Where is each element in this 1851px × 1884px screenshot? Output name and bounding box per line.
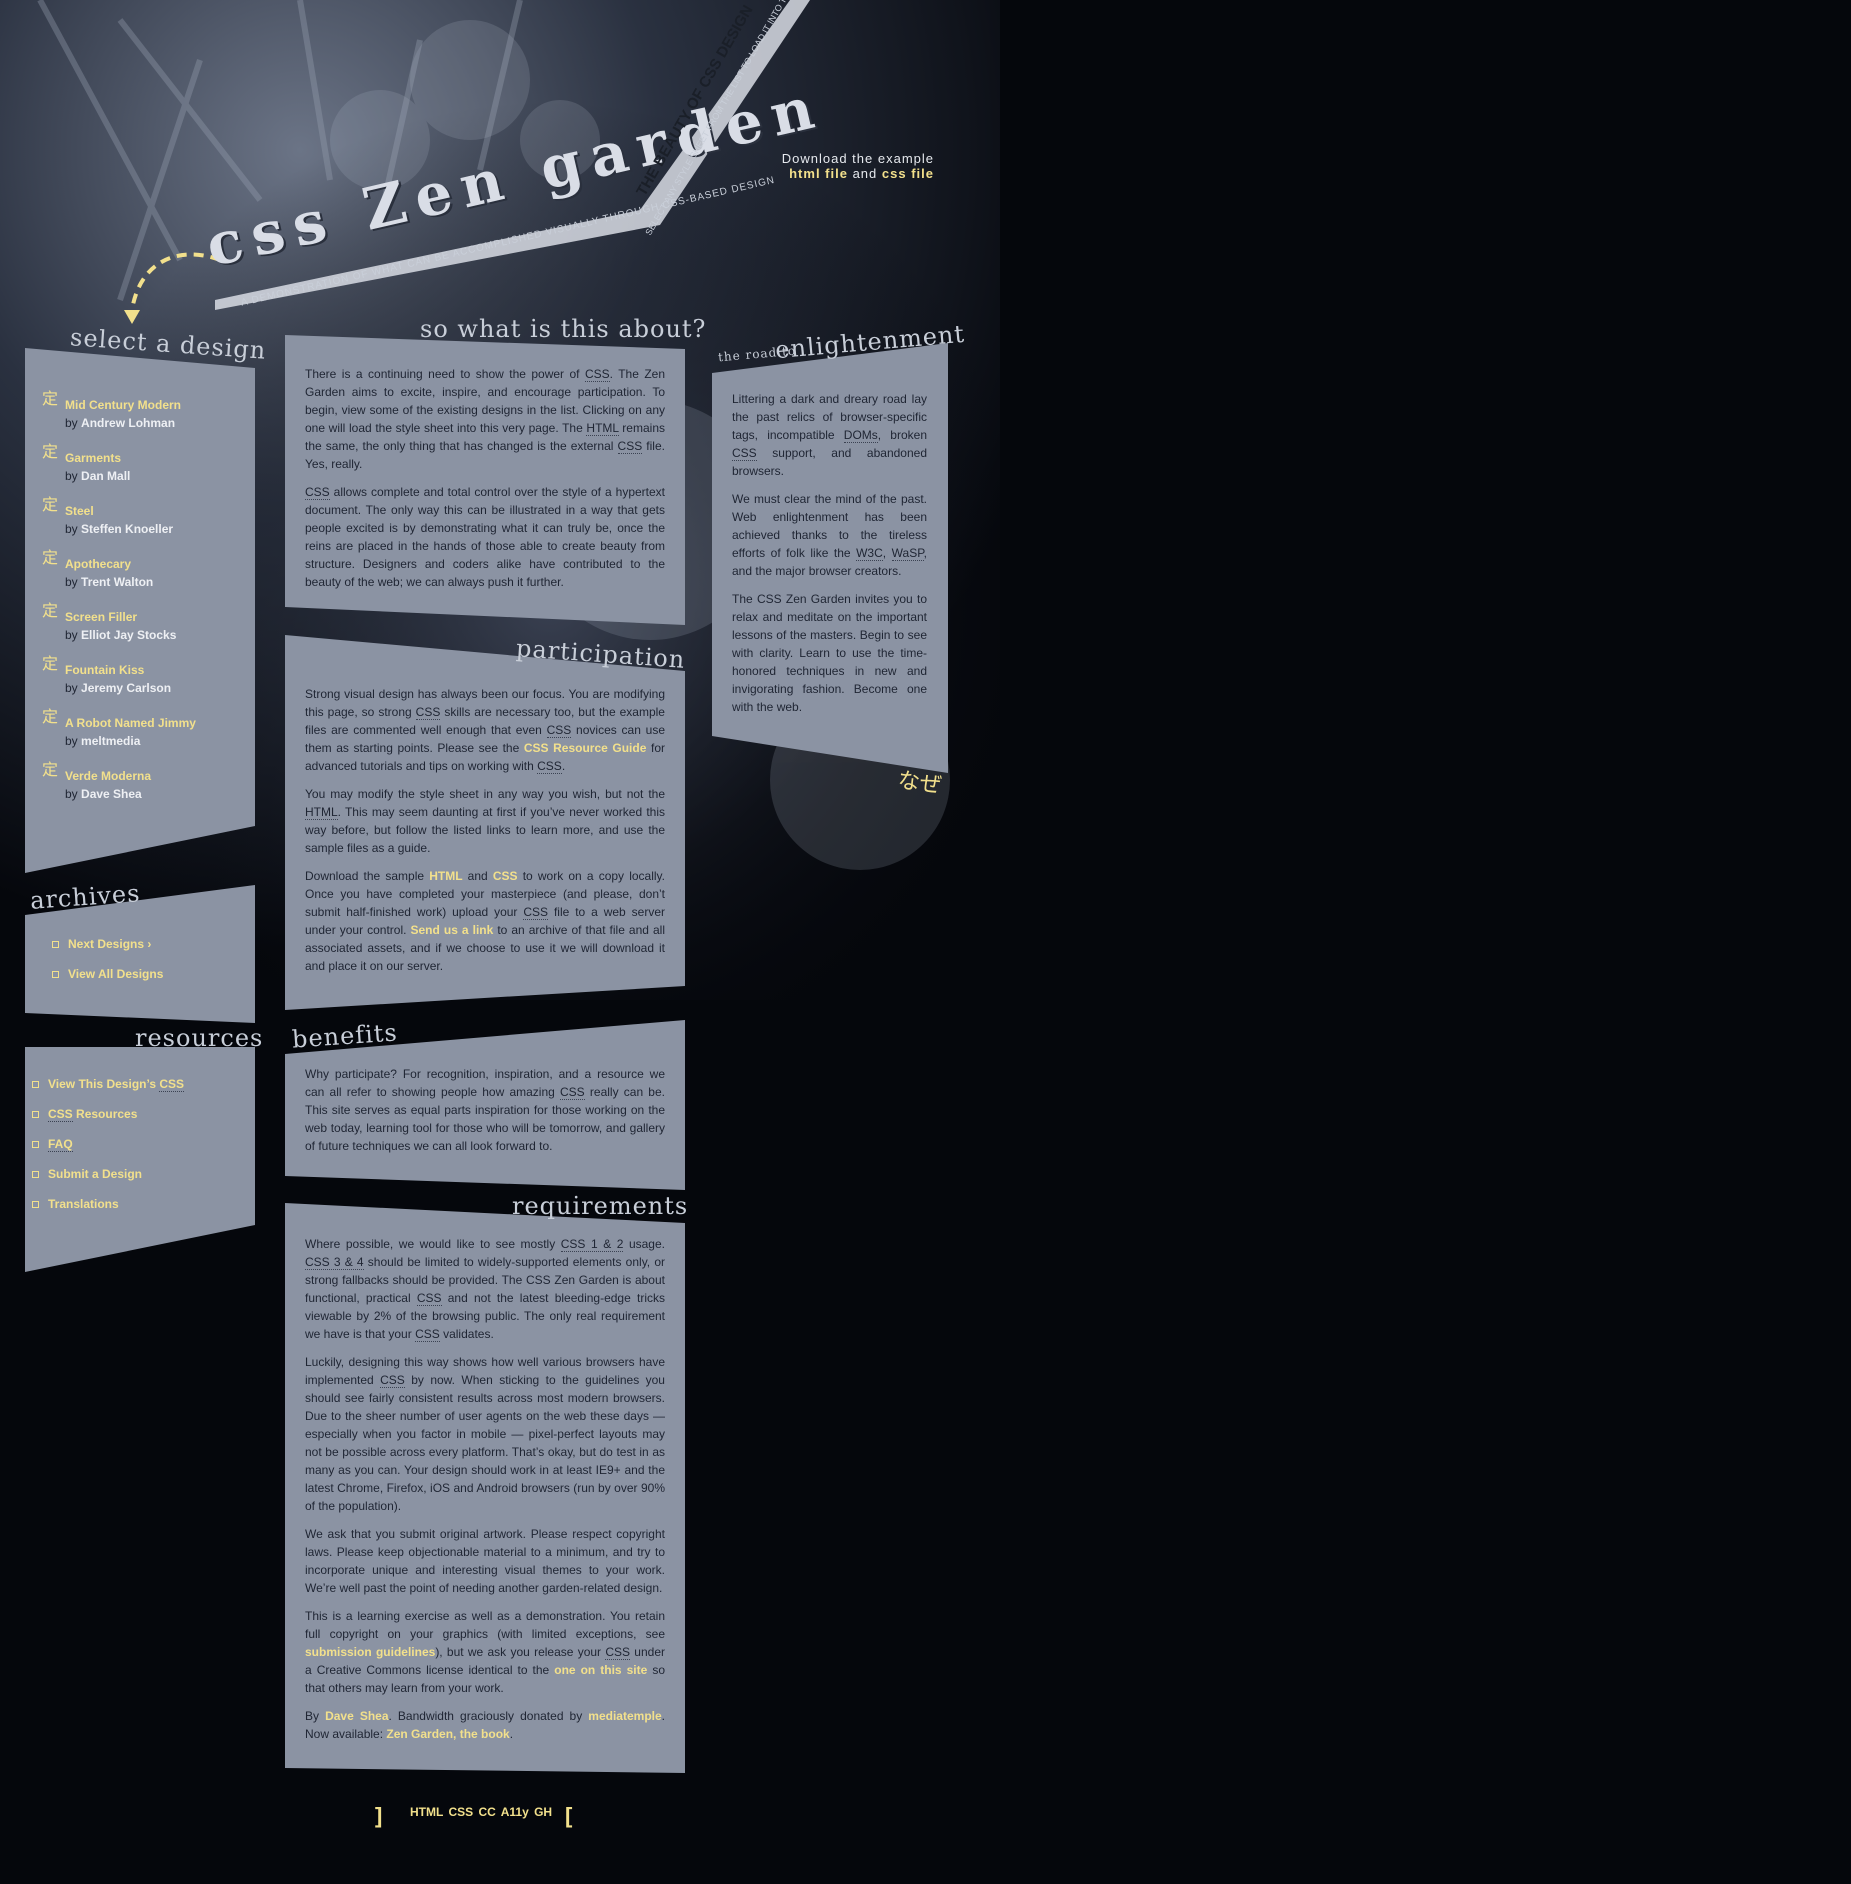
resources-panel <box>25 1047 255 1272</box>
resources-heading: resources <box>135 1024 264 1052</box>
zen-glyph-icon: 定 <box>42 391 59 408</box>
designer-link[interactable]: meltmedia <box>81 734 141 748</box>
next-designs-link[interactable]: Next Designs › <box>68 937 152 951</box>
sample-css-link[interactable]: CSS <box>492 869 518 883</box>
design-by: by <box>65 522 78 536</box>
bullet-icon <box>32 1201 39 1209</box>
archives-list: Next Designs › View All Designs <box>52 937 163 997</box>
design-by: by <box>65 575 78 589</box>
view-design-css-link[interactable]: View This Design’s CSS <box>48 1077 185 1092</box>
css-resource-guide-link[interactable]: CSS Resource Guide <box>523 741 647 755</box>
translations-link[interactable]: Translations <box>48 1197 119 1211</box>
design-by: by <box>65 469 78 483</box>
footer-a11y-link[interactable]: A11y <box>500 1805 529 1819</box>
design-by: by <box>65 734 78 748</box>
footer-right-bracket: [ <box>565 1803 573 1828</box>
bullet-icon <box>52 941 59 949</box>
designer-link[interactable]: Dave Shea <box>81 787 142 801</box>
footer-css-link[interactable]: CSS <box>448 1805 474 1819</box>
requirements-heading: requirements <box>512 1192 689 1220</box>
footer-gh-link[interactable]: GH <box>534 1805 553 1819</box>
bullet-icon <box>32 1111 39 1119</box>
faq-link[interactable]: FAQ <box>48 1137 73 1152</box>
license-link[interactable]: one on this site <box>554 1663 648 1677</box>
submit-design-link[interactable]: Submit a Design <box>48 1167 143 1181</box>
dave-shea-link[interactable]: Dave Shea <box>325 1709 389 1723</box>
participation-panel <box>285 635 685 1010</box>
participation-text: Strong visual design has always been our… <box>305 687 666 973</box>
about-panel <box>285 335 685 625</box>
design-by: by <box>65 681 78 695</box>
design-link[interactable]: Garments <box>65 451 122 465</box>
benefits-panel <box>285 1020 685 1190</box>
css-resources-link[interactable]: CSS Resources <box>48 1107 138 1122</box>
footer-cc-link[interactable]: CC <box>478 1805 496 1819</box>
design-list-item: 定 Apothecary by Trent Walton <box>42 550 252 608</box>
naze-glyph: なぜ <box>896 767 944 798</box>
designer-link[interactable]: Dan Mall <box>81 469 131 483</box>
design-link[interactable]: A Robot Named Jimmy <box>65 716 196 730</box>
enlightenment-text: Littering a dark and dreary road lay the… <box>732 392 927 714</box>
design-list-item: 定 Fountain Kiss by Jeremy Carlson <box>42 656 252 714</box>
about-heading: so what is this about? <box>420 315 707 343</box>
designer-link[interactable]: Jeremy Carlson <box>81 681 172 695</box>
view-all-designs-link[interactable]: View All Designs <box>68 967 164 981</box>
download-block: Download the example html file and css f… <box>700 151 934 181</box>
bullet-icon <box>32 1171 39 1179</box>
bullet-icon <box>32 1141 39 1149</box>
design-by: by <box>65 787 78 801</box>
designer-link[interactable]: Trent Walton <box>81 575 154 589</box>
zen-glyph-icon: 定 <box>42 497 59 514</box>
mediatemple-link[interactable]: mediatemple <box>588 1709 662 1723</box>
about-text: There is a continuing need to show the p… <box>305 367 666 589</box>
zen-glyph-icon: 定 <box>42 603 59 620</box>
footer-left-bracket: ] <box>375 1803 383 1828</box>
submission-guidelines-link[interactable]: submission guidelines <box>305 1645 436 1659</box>
design-list-item: 定 A Robot Named Jimmy by meltmedia <box>42 709 252 767</box>
resources-list: View This Design’s CSS CSS Resources FAQ… <box>32 1077 185 1227</box>
benefits-text: Why participate? For recognition, inspir… <box>305 1067 665 1153</box>
design-list-item: 定 Steel by Steffen Knoeller <box>42 497 252 555</box>
download-and: and <box>852 166 878 181</box>
dashed-arrow-icon <box>124 252 221 324</box>
zen-glyph-icon: 定 <box>42 762 59 779</box>
zen-glyph-icon: 定 <box>42 550 59 567</box>
design-link[interactable]: Apothecary <box>65 557 132 571</box>
designer-link[interactable]: Steffen Knoeller <box>81 522 174 536</box>
designer-link[interactable]: Andrew Lohman <box>81 416 176 430</box>
design-list-item: 定 Mid Century Modern by Andrew Lohman <box>42 391 252 449</box>
bullet-icon <box>52 971 59 979</box>
requirements-text: Where possible, we would like to see mos… <box>305 1237 666 1741</box>
design-list-item: 定 Verde Moderna by Dave Shea <box>42 762 252 820</box>
select-design-panel <box>25 348 255 873</box>
design-list: 定 Mid Century Modern by Andrew Lohman 定 Garm… <box>42 391 252 820</box>
html-file-link[interactable]: html file <box>789 166 848 181</box>
zen-glyph-icon: 定 <box>42 444 59 461</box>
bullet-icon <box>32 1081 39 1089</box>
zen-glyph-icon: 定 <box>42 709 59 726</box>
footer-html-link[interactable]: HTML <box>410 1805 444 1819</box>
send-us-a-link[interactable]: Send us a link <box>410 923 494 937</box>
download-text: Download the example <box>781 151 934 166</box>
archives-panel <box>25 885 255 1023</box>
css-file-link[interactable]: css file <box>881 166 934 181</box>
design-by: by <box>65 416 78 430</box>
design-link[interactable]: Screen Filler <box>65 610 138 624</box>
requirements-panel <box>285 1203 685 1773</box>
design-link[interactable]: Verde Moderna <box>65 769 152 783</box>
zen-glyph-icon: 定 <box>42 656 59 673</box>
designer-link[interactable]: Elliot Jay Stocks <box>81 628 177 642</box>
enlightenment-panel <box>712 343 948 773</box>
design-list-item: 定 Garments by Dan Mall <box>42 444 252 502</box>
sample-html-link[interactable]: HTML <box>429 869 463 883</box>
requirements-artwork-paragraph: We ask that you submit original artwork.… <box>305 1527 665 1595</box>
design-link[interactable]: Steel <box>65 504 94 518</box>
enlightenment-invite-paragraph: The CSS Zen Garden invites you to relax … <box>732 592 927 714</box>
design-by: by <box>65 628 78 642</box>
footer-links: HTML CSS CC A11y GH <box>410 1805 552 1819</box>
zen-garden-book-link[interactable]: Zen Garden, the book <box>386 1727 510 1741</box>
design-link[interactable]: Mid Century Modern <box>65 398 181 412</box>
design-list-item: 定 Screen Filler by Elliot Jay Stocks <box>42 603 252 661</box>
design-link[interactable]: Fountain Kiss <box>65 663 145 677</box>
